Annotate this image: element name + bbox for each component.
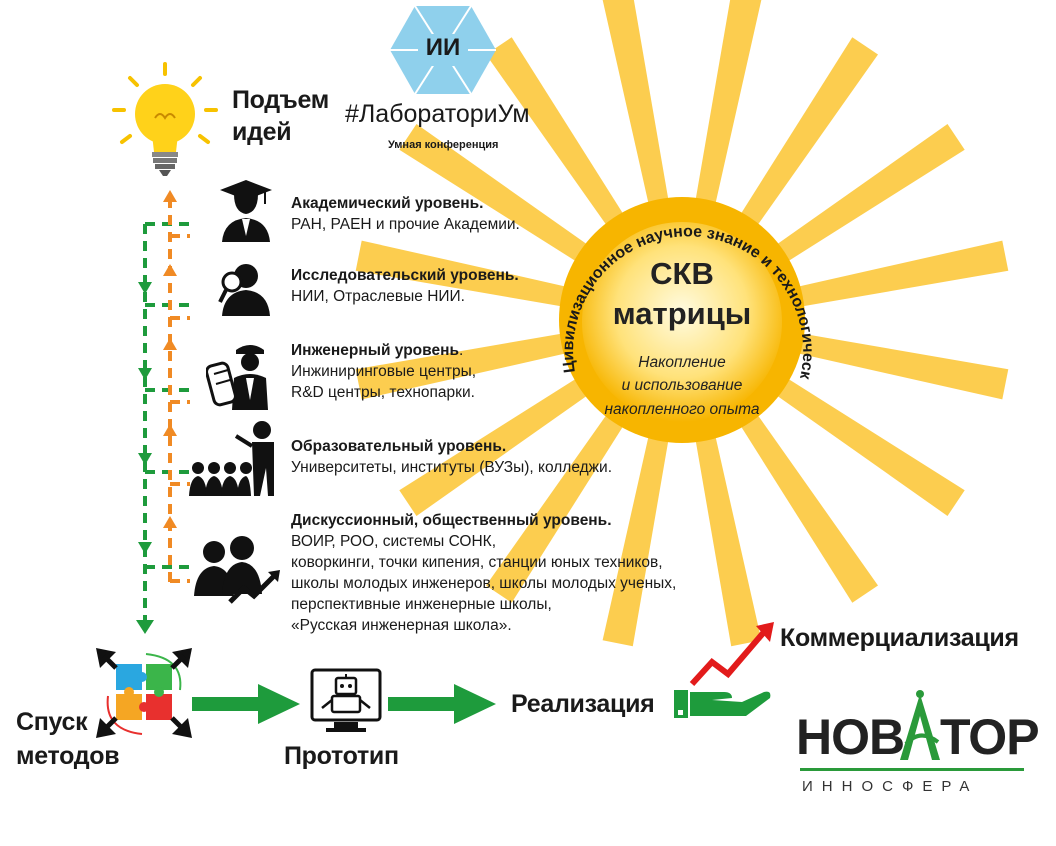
level-block: Инженерный уровень. Инжиниринговые центры…: [291, 341, 476, 403]
level-line: НИИ, Отраслевые НИИ.: [291, 288, 465, 305]
brand-name-right: ТОР: [940, 709, 1040, 765]
sun-ray: [795, 240, 1009, 307]
level-line: R&D центры, технопарки.: [291, 384, 475, 401]
level-line: «Русская инженерная школа».: [291, 617, 512, 634]
sun-ray: [795, 333, 1009, 400]
sun-sub-1: Накопление: [638, 354, 726, 371]
sun-title-1: СКВ: [650, 256, 714, 291]
engineer-icon: [206, 345, 268, 410]
level-block: Академический уровень. РАН, РАЕН и прочие…: [291, 194, 520, 235]
sun-ray: [399, 377, 590, 516]
methods-line-1: Спуск: [16, 708, 88, 736]
level-line: РАН, РАЕН и прочие Академии.: [291, 216, 520, 233]
light-bulb-icon: [112, 62, 218, 176]
academic-icon: [220, 180, 272, 242]
level-title-text: Инженерный уровень: [291, 342, 459, 359]
ideas-line-2: идей: [232, 118, 292, 146]
brand-name-left: НОВ: [796, 709, 905, 765]
commercialization-label: Коммерциализация: [780, 624, 1019, 652]
level-line: перспективные инженерные школы,: [291, 596, 552, 613]
logo-name: #ЛабораториУм: [345, 100, 530, 128]
level-line: Университеты, институты (ВУЗы), колледжи…: [291, 459, 613, 476]
level-title: Академический уровень.: [291, 194, 520, 214]
level-block: Исследовательский уровень. НИИ, Отраслевы…: [291, 266, 519, 307]
sun-ray: [602, 433, 669, 647]
level-block: Дискуссионный, общественный уровень. ВОИР…: [291, 511, 676, 636]
brand-tagline: ИННОСФЕРА: [802, 778, 979, 795]
discussion-icon: [194, 536, 280, 604]
sun-ray: [695, 0, 762, 207]
sun-ray: [486, 412, 625, 603]
level-title: Дискуссионный, общественный уровень.: [291, 511, 676, 531]
level-line: коворкинги, точки кипения, станции юных …: [291, 554, 663, 571]
level-title: Образовательный уровень.: [291, 437, 612, 457]
hexagon-logo-icon: [390, 5, 496, 95]
brand-a-logo-icon: [900, 690, 940, 760]
level-title-text: Дискуссионный, общественный уровень.: [291, 512, 612, 529]
sun-ray: [739, 412, 878, 603]
level-line: ВОИР, РОО, системы СОНК,: [291, 533, 497, 550]
prototype-label: Прототип: [284, 742, 399, 770]
realization-label: Реализация: [511, 690, 655, 718]
sun-ray: [774, 124, 965, 263]
methods-line-2: методов: [16, 742, 120, 770]
sun-ray: [399, 124, 590, 263]
level-title-text: Академический уровень.: [291, 195, 484, 212]
sun-ray: [355, 240, 569, 307]
sun-rays: [355, 0, 1009, 647]
researcher-icon: [218, 264, 270, 316]
level-title: Исследовательский уровень.: [291, 266, 519, 286]
sun-ray: [486, 37, 625, 228]
level-line: Инжиниринговые центры,: [291, 363, 477, 380]
sun-title-2: матрицы: [612, 296, 752, 331]
sun-ray: [695, 433, 762, 647]
puzzle-methods-icon: [96, 648, 192, 738]
level-block: Образовательный уровень. Университеты, ин…: [291, 437, 612, 478]
sun-ray: [355, 333, 569, 400]
sun-sub-3: накопленного опыта: [604, 401, 760, 418]
hand-growth-icon: [674, 622, 774, 718]
level-line: школы молодых инженеров, школы молодых у…: [291, 575, 677, 592]
logo-hex-text: ИИ: [425, 34, 461, 61]
ideas-line-1: Подъем: [232, 86, 329, 114]
sun-ray: [774, 377, 965, 516]
teacher-icon: [189, 421, 274, 496]
sun-disc: [582, 222, 782, 422]
level-title-text: Образовательный уровень.: [291, 438, 507, 455]
level-title: Инженерный уровень.: [291, 341, 476, 361]
sun-ray: [602, 0, 669, 207]
sun-sub-2: и использование: [621, 377, 743, 394]
level-title-suffix: .: [458, 342, 464, 359]
prototype-monitor-icon: [310, 668, 382, 732]
sun-ray: [739, 37, 878, 228]
level-title-text: Исследовательский уровень.: [291, 267, 519, 284]
logo-subtitle: Умная конференция: [388, 139, 499, 151]
brand-underline: [800, 768, 1024, 771]
